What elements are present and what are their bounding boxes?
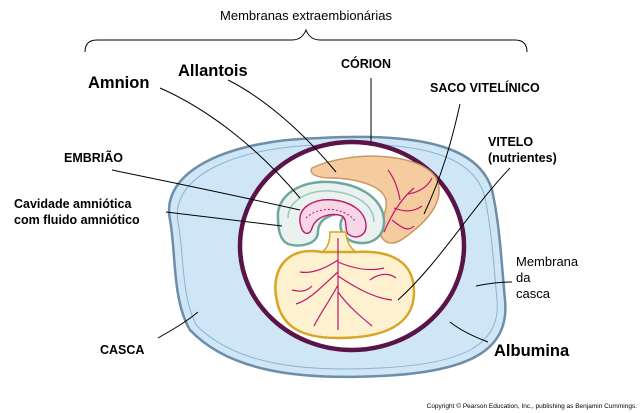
embryo-spine xyxy=(305,209,357,223)
yolk-sac xyxy=(274,249,416,340)
label-casca: CASCA xyxy=(100,343,144,357)
label-membrana-3: casca xyxy=(516,286,551,301)
shell-membrane xyxy=(176,143,498,370)
label-cavidade-1: Cavidade amniótica xyxy=(14,197,132,211)
allantois-vessels xyxy=(383,169,433,233)
label-amnion: Amnion xyxy=(88,74,149,92)
label-membrana-2: da xyxy=(516,270,531,285)
embryo xyxy=(299,199,367,238)
allantois xyxy=(310,155,440,244)
header-title: Membranas extraembionárias xyxy=(220,8,392,23)
amnion-inner xyxy=(287,190,375,223)
label-saco-vitelinico: SACO VITELÍNICO xyxy=(430,80,540,95)
label-vitelo-2: (nutrientes) xyxy=(488,151,557,165)
label-allantois: Allantois xyxy=(178,62,248,80)
label-albumina: Albumina xyxy=(494,342,570,360)
label-membrana-1: Membrana xyxy=(516,254,579,269)
copyright-notice: Copyright © Pearson Education, Inc., pub… xyxy=(427,402,638,410)
leader-lines xyxy=(111,78,513,343)
label-cavidade-2: com fluido amniótico xyxy=(14,213,140,227)
extraembryonic-brace xyxy=(84,28,528,53)
label-vitelo-1: VITELO xyxy=(488,135,533,149)
yolk-vessels xyxy=(291,238,397,330)
label-embriao: EMBRIÃO xyxy=(64,150,123,165)
label-corion: CÓRION xyxy=(341,56,391,71)
